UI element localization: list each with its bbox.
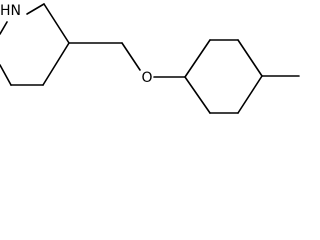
bond-c4-c5 [237, 75, 263, 114]
molecule-structure: HN O [0, 3, 300, 114]
bond-c5-c6 [0, 64, 12, 86]
bond-ch2-o [121, 42, 141, 71]
bond-n-c2 [26, 3, 45, 15]
piperidine-ring [0, 3, 70, 86]
bond-c6-n [0, 21, 8, 35]
cyclohexane-ring [184, 39, 263, 114]
bond-c2-c3 [43, 3, 70, 44]
linker [68, 42, 186, 78]
bond-c6-c1 [184, 76, 211, 114]
oxygen-label: O [141, 70, 152, 86]
bond-c3-c4 [42, 42, 70, 86]
bond-c1-c2 [184, 39, 211, 78]
bond-c3-c4 [237, 39, 263, 77]
nitrogen-label: HN [0, 3, 21, 19]
